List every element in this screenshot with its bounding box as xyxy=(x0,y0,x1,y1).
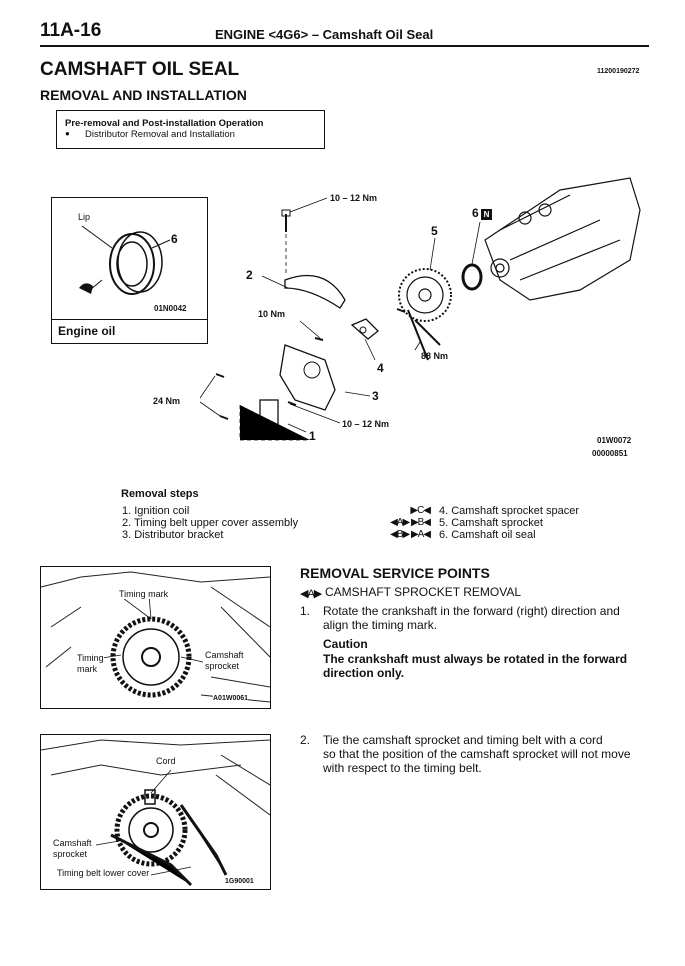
photo1-code: A01W0061 xyxy=(213,695,249,702)
pre-op-box: Pre-removal and Post-installation Operat… xyxy=(56,110,325,149)
caution-line2: direction only. xyxy=(323,666,405,680)
step-4-symbols: ▶C◀ xyxy=(410,505,431,516)
torque-10: 10 Nm xyxy=(258,309,286,319)
pre-op-bullet: ● xyxy=(65,129,70,138)
page-title: CAMSHAFT OIL SEAL xyxy=(40,59,240,80)
torque-bottom: 10 – 12 Nm xyxy=(342,419,390,429)
part-2-label: 2 xyxy=(246,268,253,282)
caution-line1: The crankshaft must always be rotated in… xyxy=(323,652,628,666)
part-5-label: 5 xyxy=(431,224,438,238)
removal-steps-left: 1. Ignition coil 2. Timing belt upper co… xyxy=(122,505,298,541)
step2-num: 2. xyxy=(300,733,311,747)
step2-line2: so that the position of the camshaft spr… xyxy=(323,747,631,761)
removal-step-2: 2. Timing belt upper cover assembly xyxy=(122,517,299,529)
torque-top: 10 – 12 Nm xyxy=(330,193,378,203)
photo1-label-timing: Timing xyxy=(77,653,104,663)
page-number: 11A-16 xyxy=(40,20,102,41)
pre-op-item: Distributor Removal and Installation xyxy=(85,129,235,140)
service-sub-heading: CAMSHAFT SPROCKET REMOVAL xyxy=(325,585,522,599)
removal-step-symbols: ▶C◀ ◀A▶ ▶B◀ ◀B▶ ▶A◀ xyxy=(358,505,431,541)
photo2-label-sprocket: sprocket xyxy=(53,849,88,859)
inset-code: 01N0042 xyxy=(154,304,187,313)
step2-line3: with respect to the timing belt. xyxy=(323,761,482,775)
caution-title: Caution xyxy=(323,637,368,651)
removal-step-1: 1. Ignition coil xyxy=(122,505,190,517)
inset-number: 6 xyxy=(171,232,178,246)
oil-seal-inset: Lip 6 01N0042 Engine oil xyxy=(51,197,208,344)
doc-code: 11200190272 xyxy=(597,68,640,75)
removal-step-5: 5. Camshaft sprocket xyxy=(439,517,543,529)
torque-88: 88 Nm xyxy=(421,351,449,361)
step1-num: 1. xyxy=(300,604,311,618)
inset-lip-label: Lip xyxy=(78,212,91,222)
photo1-label-sprocket: sprocket xyxy=(205,661,240,671)
cord-drawing xyxy=(41,739,270,887)
figure-code-2: 00000851 xyxy=(592,449,628,458)
section-header: ENGINE <4G6> – Camshaft Oil Seal xyxy=(215,27,434,42)
section-subtitle: REMOVAL AND INSTALLATION xyxy=(40,87,247,103)
photo2-code: 1G90001 xyxy=(225,878,254,885)
photo1-label-camshaft: Camshaft xyxy=(205,650,244,660)
figure-code-1: 01W0072 xyxy=(597,436,632,445)
cord-photo: Cord Camshaft sprocket Timing belt lower… xyxy=(40,734,271,890)
part-6-badge: N xyxy=(481,209,492,220)
removal-steps-right: 4. Camshaft sprocket spacer 5. Camshaft … xyxy=(439,505,579,541)
removal-step-4: 4. Camshaft sprocket spacer xyxy=(439,505,580,517)
step1-line2: align the timing mark. xyxy=(323,618,438,632)
step-5-symbols: ◀A▶ ▶B◀ xyxy=(390,517,431,528)
service-sub-symbol: ◀A▶ xyxy=(300,588,322,600)
torque-24: 24 Nm xyxy=(153,396,181,406)
part-6-label: 6 xyxy=(472,206,479,220)
removal-steps-heading: Removal steps xyxy=(121,488,199,500)
inset-caption: Engine oil xyxy=(58,324,116,338)
step2-line1: Tie the camshaft sprocket and timing bel… xyxy=(323,733,603,747)
exploded-view-drawing xyxy=(200,177,641,441)
header-rule xyxy=(40,45,649,47)
timing-mark-photo: Timing mark Timing mark Camshaft sprocke… xyxy=(40,566,271,709)
removal-step-6: 6. Camshaft oil seal xyxy=(439,529,536,541)
inset-caption-rule xyxy=(52,319,207,320)
part-4-label: 4 xyxy=(377,361,384,375)
part-1-label: 1 xyxy=(309,429,316,443)
step1-line1: Rotate the crankshaft in the forward (ri… xyxy=(323,604,620,618)
oil-seal-drawing xyxy=(79,225,171,295)
photo1-label-timing-mark-top: Timing mark xyxy=(119,589,169,599)
photo2-label-cord: Cord xyxy=(156,756,176,766)
step-6-symbols: ◀B▶ ▶A◀ xyxy=(390,529,431,540)
photo2-label-belt-cover: Timing belt lower cover xyxy=(57,868,150,878)
photo1-label-mark: mark xyxy=(77,664,97,674)
photo2-label-camshaft: Camshaft xyxy=(53,838,92,848)
pre-op-heading: Pre-removal and Post-installation Operat… xyxy=(65,118,264,129)
service-heading: REMOVAL SERVICE POINTS xyxy=(300,565,490,581)
removal-step-3: 3. Distributor bracket xyxy=(122,529,224,541)
part-3-label: 3 xyxy=(372,389,379,403)
